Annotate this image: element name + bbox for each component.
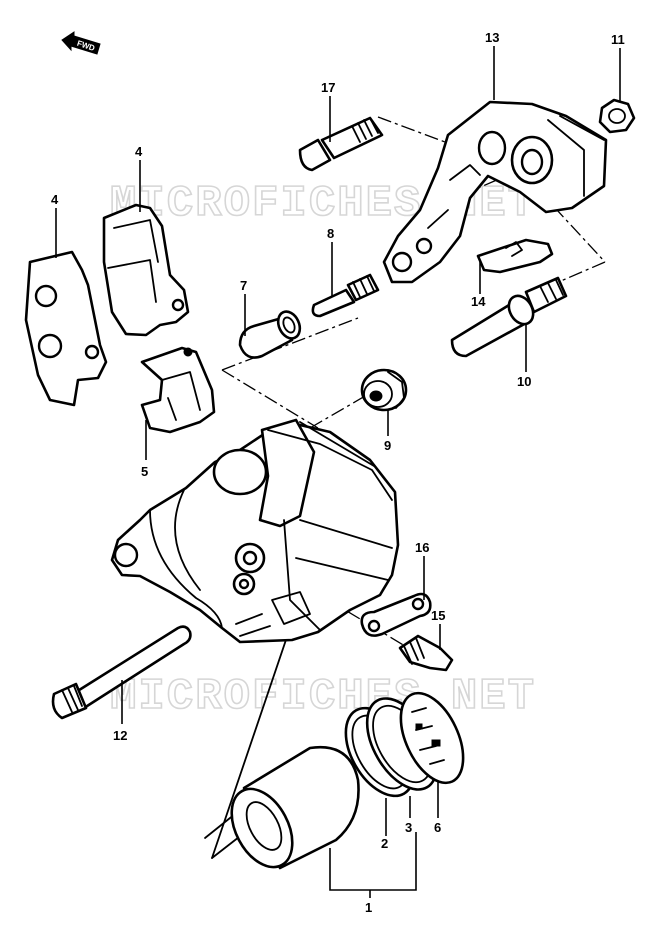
part-9-boot bbox=[360, 368, 408, 412]
part-16-link bbox=[360, 592, 432, 637]
callout-4-pad: 4 bbox=[135, 144, 143, 159]
callout-13: 13 bbox=[485, 30, 499, 45]
part-12-long-pin bbox=[51, 625, 192, 720]
part-11-nut bbox=[598, 98, 636, 134]
part-13-bracket bbox=[382, 100, 608, 284]
callout-10: 10 bbox=[517, 374, 531, 389]
callout-14: 14 bbox=[471, 294, 486, 309]
callout-9: 9 bbox=[384, 438, 391, 453]
fwd-arrow-icon: FWD bbox=[61, 31, 101, 55]
part-15-bleeder bbox=[398, 634, 454, 672]
callout-17: 17 bbox=[321, 80, 335, 95]
part-7-bolt bbox=[238, 310, 302, 359]
callout-1: 1 bbox=[365, 900, 372, 915]
part-17-bolt bbox=[298, 116, 384, 172]
part-1-piston bbox=[230, 745, 360, 870]
callout-5: 5 bbox=[141, 464, 148, 479]
part-6-boot bbox=[399, 691, 465, 785]
callout-8: 8 bbox=[327, 226, 334, 241]
part-5-pad-spring bbox=[140, 346, 216, 434]
caliper-body bbox=[110, 418, 400, 644]
part-4-brake-pad bbox=[102, 203, 190, 337]
callout-3: 3 bbox=[405, 820, 412, 835]
callout-16: 16 bbox=[415, 540, 429, 555]
callout-12: 12 bbox=[113, 728, 127, 743]
callout-15: 15 bbox=[431, 608, 445, 623]
part-10-slide-pin bbox=[450, 276, 568, 358]
callout-6: 6 bbox=[434, 820, 441, 835]
callout-numbers: 4 4 5 7 8 17 13 11 14 10 9 16 15 12 2 3 … bbox=[51, 30, 625, 915]
leader-lines bbox=[55, 46, 621, 898]
watermark-bottom: MICROFICHES.NET bbox=[110, 672, 536, 722]
callout-2: 2 bbox=[381, 836, 388, 851]
part-4-shim bbox=[24, 250, 108, 407]
part-8-pin-bolt bbox=[311, 273, 380, 318]
callout-11: 11 bbox=[611, 32, 625, 47]
callout-4-shim: 4 bbox=[51, 192, 59, 207]
part-14-clip bbox=[476, 238, 554, 274]
callout-7: 7 bbox=[240, 278, 247, 293]
